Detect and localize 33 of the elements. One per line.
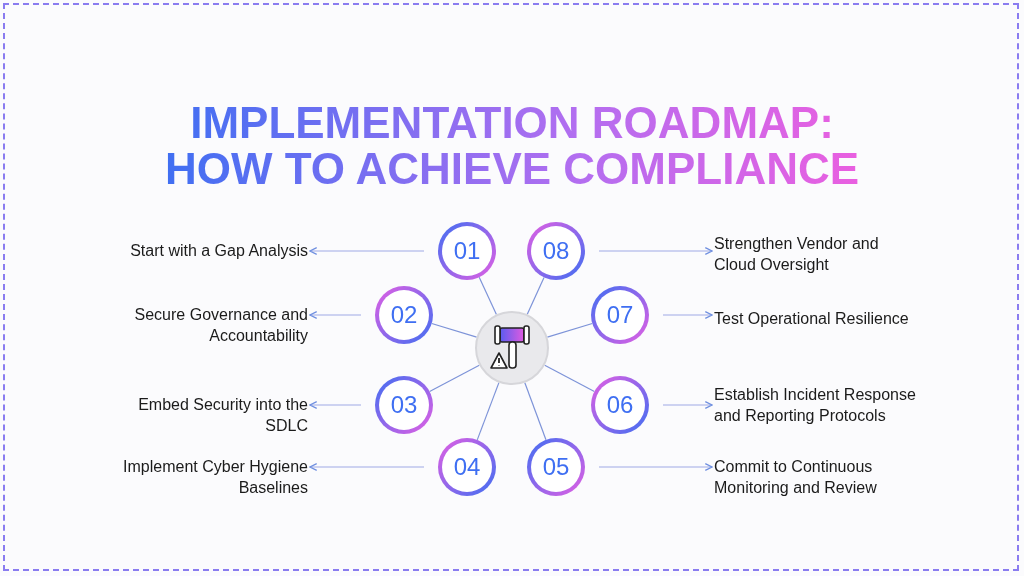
arrow xyxy=(598,463,713,471)
step-number: 02 xyxy=(390,301,418,329)
hub-circle xyxy=(475,311,549,385)
arrow xyxy=(309,401,362,409)
connector-line xyxy=(478,276,498,316)
step-number: 07 xyxy=(606,301,634,329)
connector-line xyxy=(524,382,547,441)
connector-line xyxy=(526,276,545,315)
connector-line xyxy=(544,364,595,393)
step-number: 03 xyxy=(390,391,418,419)
connector-line xyxy=(546,322,593,338)
connector-line xyxy=(431,322,478,338)
step-text: Start with a Gap Analysis xyxy=(113,240,308,261)
arrow xyxy=(598,247,713,255)
step-text: Test Operational Resilience xyxy=(714,308,919,329)
arrow xyxy=(662,401,713,409)
arrow xyxy=(309,463,425,471)
step-text: Commit to Continuous Monitoring and Review xyxy=(714,456,919,498)
step-text: Establish Incident Response and Reporting Protocols xyxy=(714,384,919,426)
arrow xyxy=(309,247,425,255)
step-number: 06 xyxy=(606,391,634,419)
step-number: 08 xyxy=(542,237,570,265)
connector-line xyxy=(429,364,480,393)
step-number: 04 xyxy=(453,453,481,481)
step-number: 05 xyxy=(542,453,570,481)
step-text: Embed Security into the SDLC xyxy=(113,394,308,436)
step-text: Strengthen Vendor and Cloud Oversight xyxy=(714,233,919,275)
step-text: Secure Governance and Accountability xyxy=(113,304,308,346)
connector-line xyxy=(476,382,500,441)
step-number: 01 xyxy=(453,237,481,265)
arrow xyxy=(309,311,362,319)
arrow xyxy=(662,311,713,319)
step-text: Implement Cyber Hygiene Baselines xyxy=(113,456,308,498)
